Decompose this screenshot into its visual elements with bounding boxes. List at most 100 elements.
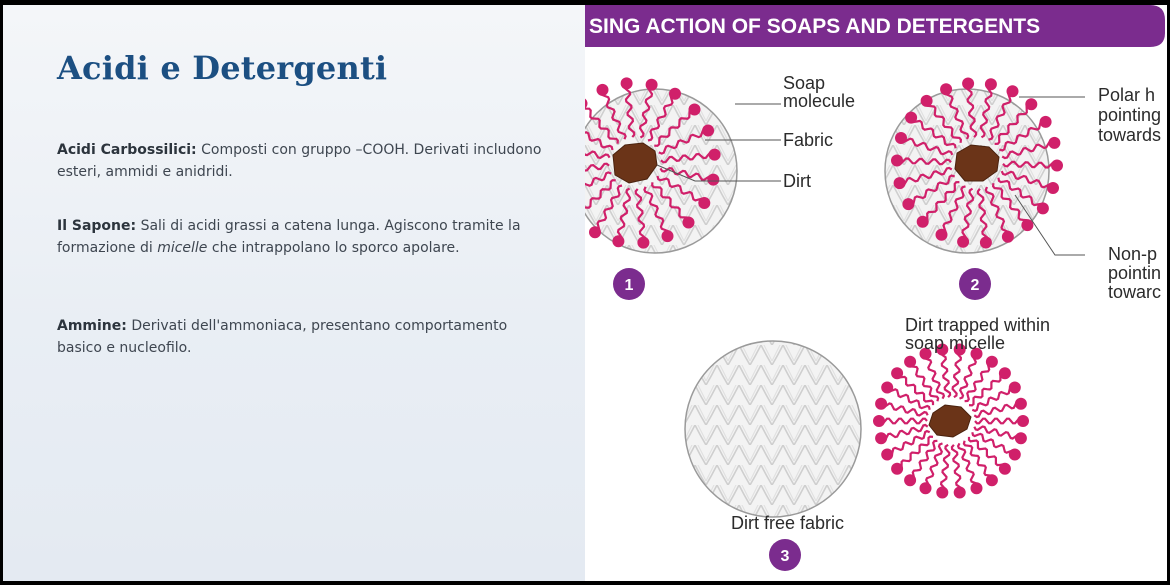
soap-head [1017, 415, 1029, 427]
soap-head [1008, 381, 1021, 394]
fabric-circle-3 [684, 340, 862, 518]
soap-head [881, 381, 894, 394]
term-carboxylic-acids: Acidi Carbossilici: [57, 142, 197, 158]
soap-head [998, 462, 1011, 475]
soap-head [970, 482, 983, 495]
dirt-particle-3 [928, 404, 972, 438]
soap-head [957, 235, 970, 248]
soap-tail [962, 440, 994, 481]
soap-head [891, 154, 903, 167]
soap-tail [997, 177, 1044, 209]
soap-tail [623, 82, 636, 138]
soap-tail [976, 188, 990, 244]
soap-head [1025, 98, 1038, 111]
soap-tail [880, 423, 929, 442]
soap-head [589, 226, 601, 239]
label-polar-3: towards [1098, 125, 1161, 145]
soap-tail [991, 183, 1029, 226]
slide-title: Acidi e Detergenti [57, 49, 388, 87]
text-panel: Acidi e Detergenti Acidi Carbossilici: C… [3, 5, 585, 581]
text-soap-after: che intrappolano lo sporco apolare. [207, 240, 460, 256]
soap-tail [908, 361, 940, 402]
soap-tail [951, 348, 963, 399]
soap-tail [585, 171, 612, 187]
slide-frame: Acidi e Detergenti Acidi Carbossilici: C… [3, 5, 1167, 581]
soap-tail [979, 83, 993, 139]
soap-tail [971, 431, 1016, 455]
soap-tail [958, 352, 978, 400]
soap-tail [1000, 170, 1054, 189]
soap-head [702, 124, 715, 137]
soap-head [873, 415, 885, 427]
soap-head [940, 83, 953, 96]
step-badge-2 [959, 268, 991, 300]
soap-head [1014, 397, 1027, 410]
soap-tail [943, 88, 970, 140]
soap-head [1014, 432, 1027, 445]
label-dirt-free-fabric: Dirt free fabric [731, 513, 844, 533]
soap-head [895, 132, 907, 144]
soap-head [875, 432, 888, 445]
banner-text: SING ACTION OF SOAPS AND DETERGENTS [589, 15, 1040, 38]
soap-tail [922, 181, 960, 223]
soap-head [1006, 85, 1019, 98]
soap-head [998, 367, 1011, 380]
soap-head [891, 367, 904, 380]
soap-tail [896, 435, 934, 471]
text-soap-before: Sali di acidi grassi a catena lunga. Agi… [57, 218, 521, 256]
soap-tail [988, 90, 1013, 141]
soap-tail [896, 373, 935, 406]
soap-tail [585, 162, 610, 172]
label-polar-2: pointing [1098, 105, 1161, 125]
soap-tail [585, 107, 619, 144]
soap-head [1036, 202, 1049, 215]
label-polar-1: Polar h [1098, 85, 1155, 105]
soap-tail [967, 436, 1006, 469]
text-carboxylic-acids: Composti con gruppo –COOH. Derivati incl… [57, 142, 542, 180]
dirt-particle-2 [954, 144, 1000, 182]
paragraph-carboxylic-acids: Acidi Carbossilici: Composti con gruppo … [57, 139, 547, 183]
soap-head [708, 148, 721, 161]
soap-head [920, 94, 933, 107]
soap-head [984, 78, 997, 91]
soap-head [612, 235, 625, 248]
soap-head [953, 343, 966, 356]
term-soap: Il Sapone: [57, 218, 137, 234]
soap-tail [654, 108, 695, 147]
soap-head [893, 177, 906, 190]
soap-tail [999, 119, 1046, 152]
soap-tail [880, 402, 929, 417]
soap-head [661, 230, 674, 243]
soap-head [985, 355, 998, 368]
soap-tail [941, 185, 966, 236]
soap-tail [616, 187, 632, 243]
soap-tail [964, 82, 978, 138]
soap-head [645, 78, 658, 91]
soap-tail [643, 186, 670, 237]
label-trapped-1: Dirt trapped within [905, 315, 1050, 335]
step-badge-3 [769, 539, 801, 571]
soap-tail [971, 385, 1016, 413]
soap-tail [968, 371, 1006, 407]
soap-tail [638, 83, 654, 139]
soap-tail [600, 89, 627, 140]
soap-tail [651, 182, 690, 223]
soap-tail [961, 187, 975, 243]
soap-head [637, 236, 650, 249]
soap-tail [1002, 160, 1058, 169]
soap-tail [900, 137, 954, 156]
soap-micelle-group [873, 343, 1029, 499]
soap-head [962, 77, 975, 90]
soap-head [979, 236, 992, 249]
soap-head [936, 343, 949, 356]
soap-head [669, 87, 681, 100]
soap-head [902, 198, 915, 211]
soap-molecules-group-2 [891, 77, 1063, 249]
soap-head [688, 103, 701, 116]
soap-tail [925, 100, 963, 143]
soap-tail [973, 425, 1022, 440]
diagram-panel: SING ACTION OF SOAPS AND DETERGENTS [585, 5, 1167, 581]
soap-tail [973, 400, 1022, 419]
label-trapped-2: soap micelle [905, 333, 1005, 353]
soap-molecules-group-1 [585, 77, 721, 249]
